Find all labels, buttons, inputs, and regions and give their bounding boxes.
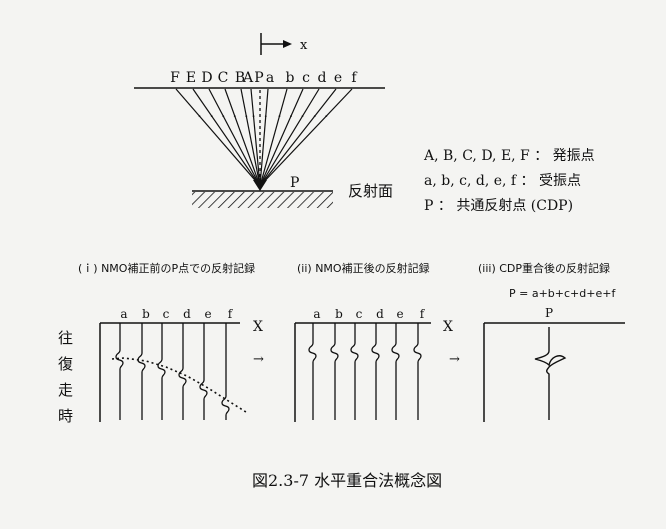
figure-caption: 図2.3-7 水平重合法概念図 xyxy=(252,471,442,490)
ray-arrow-mark xyxy=(198,115,201,118)
ray-line xyxy=(259,88,320,187)
source-label: F xyxy=(170,70,180,86)
legend-receivers: a, b, c, d, e, f ： 受振点 xyxy=(424,173,581,189)
x-direction-arrow xyxy=(260,33,292,55)
ray-arrow-mark xyxy=(233,115,236,118)
time-axis-char-1: 往 xyxy=(58,329,73,347)
midpoint-label: P xyxy=(254,70,263,86)
time-axis-char-3: 走 xyxy=(58,381,73,399)
panel-3-title: (iii) CDP重合後の反射記録 xyxy=(478,261,610,275)
panel-1-trace-label: b xyxy=(142,307,150,321)
nmo-hyperbola xyxy=(111,357,247,413)
source-label: C xyxy=(218,70,229,86)
ray-line xyxy=(250,88,261,187)
ray-line xyxy=(208,88,261,187)
panel-3-formula: P = a+b+c+d+e+f xyxy=(509,287,616,300)
source-label: D xyxy=(201,70,212,86)
panel-2-trace-label: e xyxy=(396,307,403,321)
receiver-label: e xyxy=(334,70,342,86)
ray-arrow-mark xyxy=(210,115,213,118)
panel-1-trace-label: d xyxy=(183,307,191,321)
ray-arrow-mark xyxy=(252,115,255,118)
panel-1-trace xyxy=(157,323,166,420)
panel-2-title: (ii) NMO補正後の反射記録 xyxy=(297,261,430,275)
ray-arrow-mark xyxy=(278,115,281,118)
legend-sources: A, B, C, D, E, F ： 発振点 xyxy=(423,148,595,164)
reflection-point-label: P xyxy=(290,175,299,191)
panel-2-trace xyxy=(330,323,339,420)
legend-cdp: P ： 共通反射点 (CDP) xyxy=(424,198,573,214)
panel-2-trace xyxy=(391,323,400,420)
ray-arrow-mark xyxy=(264,115,267,118)
ray-paths xyxy=(175,88,353,187)
reflector-hatching xyxy=(192,192,333,208)
panel-2-x-label: X xyxy=(443,319,453,335)
panel-1-trace-label: e xyxy=(204,307,211,321)
receiver-label: d xyxy=(318,70,327,86)
ray-arrow-mark xyxy=(313,115,316,118)
receiver-label: a xyxy=(266,70,274,86)
panel-2-trace-label: d xyxy=(376,307,384,321)
panel-1-trace xyxy=(115,323,124,420)
panel-1-trace xyxy=(137,323,146,420)
source-label: E xyxy=(186,70,196,86)
ray-line xyxy=(259,88,353,187)
ray-line xyxy=(259,88,288,187)
panel-2-trace xyxy=(413,323,422,420)
ray-line xyxy=(259,88,337,187)
reflector-label: 反射面 xyxy=(348,182,393,200)
panel-1-trace xyxy=(199,323,208,420)
ray-line xyxy=(259,88,304,187)
panel-1-trace-label: a xyxy=(120,307,127,321)
panel-1-arrow: → xyxy=(253,352,264,367)
panel-1-trace-label: c xyxy=(163,307,170,321)
panel-2-trace xyxy=(371,323,380,420)
panel-2-arrow: → xyxy=(449,352,460,367)
stacked-trace xyxy=(534,327,567,420)
ray-arrow-mark xyxy=(301,115,304,118)
x-axis-label: x xyxy=(300,38,308,53)
reflection-point-marker xyxy=(253,180,267,191)
ray-line xyxy=(192,88,261,187)
receiver-label: f xyxy=(351,70,358,86)
ray-line xyxy=(259,88,269,187)
panel-1-title: (ｉ) NMO補正前のP点での反射記録 xyxy=(78,261,255,275)
time-axis-char-2: 復 xyxy=(58,355,73,373)
panel-2-trace-label: f xyxy=(420,307,426,321)
source-label: A xyxy=(242,70,254,86)
receiver-label: c xyxy=(302,70,310,86)
panel-2-trace-label: a xyxy=(313,307,320,321)
source-label: B xyxy=(235,70,245,86)
panel-2-trace-label: b xyxy=(335,307,343,321)
panel-2-trace xyxy=(350,323,359,420)
ray-arrow-mark xyxy=(245,115,248,118)
panel-3-traces xyxy=(483,322,625,422)
panel-2-trace-label: c xyxy=(356,307,363,321)
ray-line xyxy=(240,88,261,187)
panel-1-trace xyxy=(221,323,230,420)
ray-arrow-mark xyxy=(222,115,225,118)
ray-line xyxy=(224,88,261,187)
time-axis-char-4: 時 xyxy=(58,407,73,425)
panel-1-trace-label: f xyxy=(228,307,234,321)
ray-line xyxy=(175,88,261,187)
panel-2-trace xyxy=(308,323,317,420)
receiver-label: b xyxy=(286,70,295,86)
panel-1-trace xyxy=(178,323,187,420)
panel-1-x-label: X xyxy=(253,319,263,335)
panel-3-trace-label: P xyxy=(545,306,553,320)
ray-arrow-mark xyxy=(325,115,328,118)
ray-arrow-mark xyxy=(290,115,292,118)
